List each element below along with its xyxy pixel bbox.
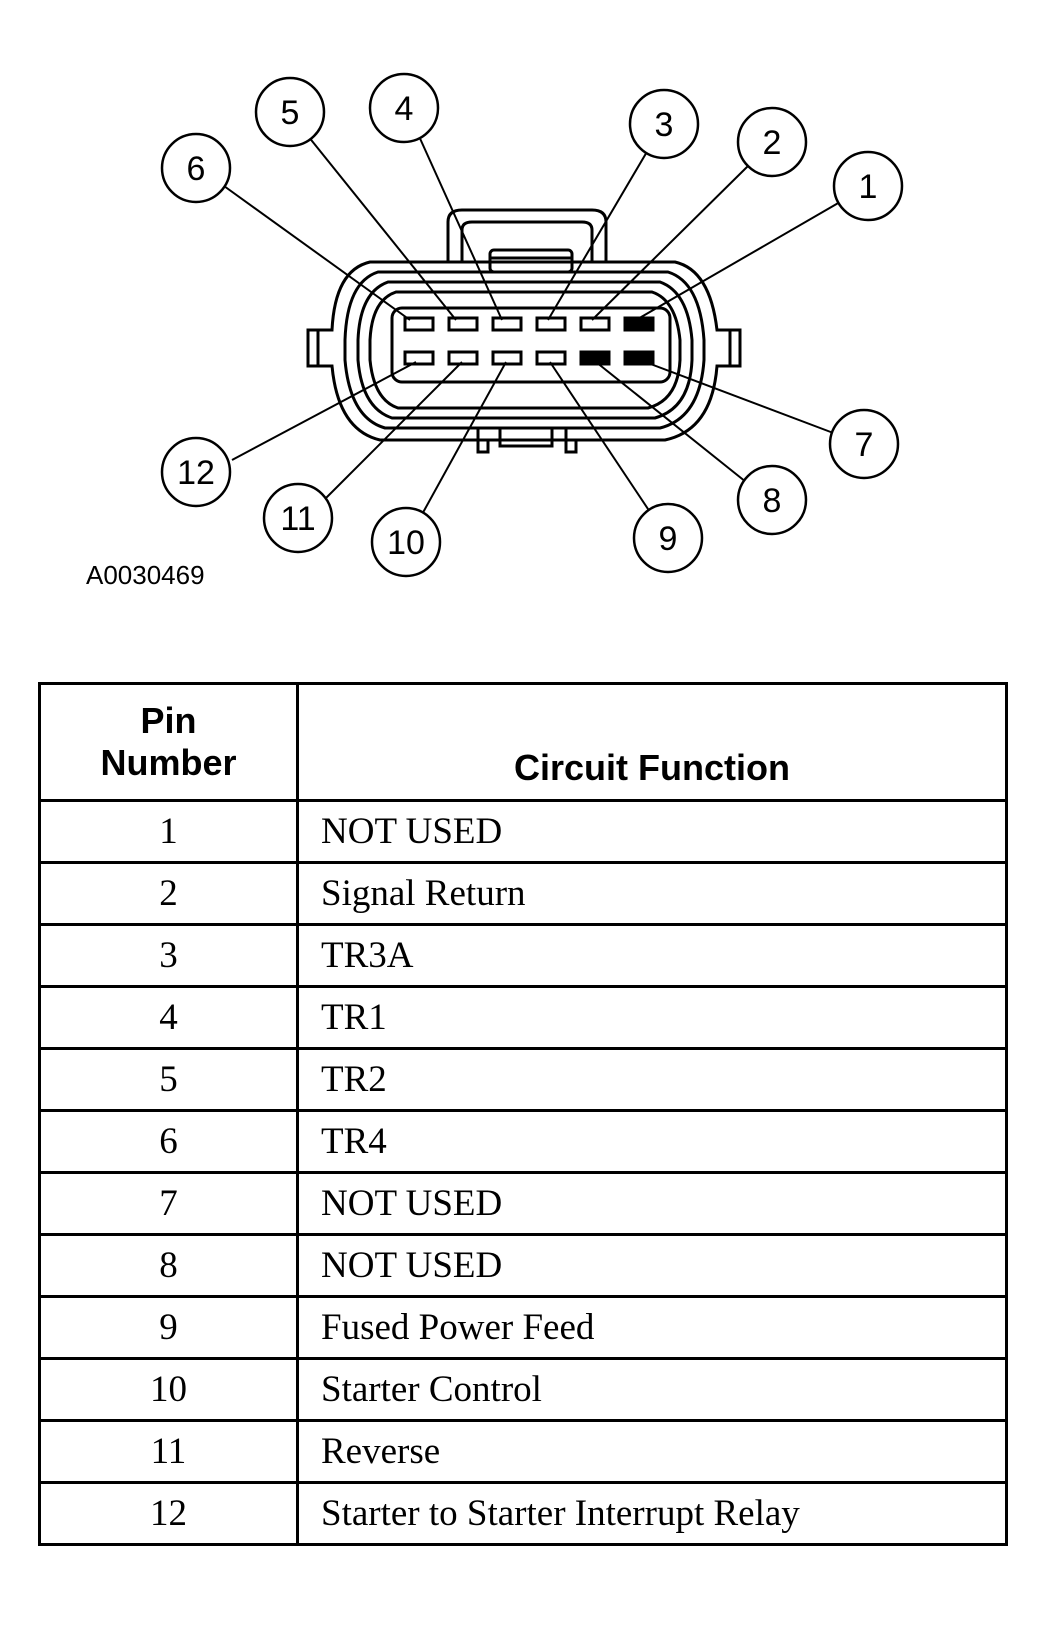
svg-text:1: 1 [859,168,878,206]
header-pin-line1: Pin [140,700,197,741]
callout-12: 12 [160,436,232,508]
pin-cavity-4 [491,316,523,332]
pin-cell: 7 [38,1171,299,1236]
svg-text:4: 4 [395,90,414,128]
function-cell: TR2 [296,1047,1008,1112]
header-pin-number: Pin Number [38,682,299,802]
callout-6: 6 [160,132,232,204]
pin-cell: 12 [38,1481,299,1546]
pin-cell: 5 [38,1047,299,1112]
table-header-row: Pin Number Circuit Function [38,682,1008,802]
pin-cavity-1 [623,316,655,332]
function-cell: Reverse [296,1419,1008,1484]
callout-11: 11 [262,482,334,554]
pin-cavity-12 [403,350,435,366]
pin-cavity-10 [491,350,523,366]
svg-text:10: 10 [387,524,425,562]
svg-text:12: 12 [177,454,215,492]
callout-4: 4 [368,72,440,144]
svg-text:7: 7 [855,426,874,464]
leader-lines [223,133,841,519]
svg-text:6: 6 [187,150,206,188]
svg-text:11: 11 [280,500,315,538]
pin-cavity-11 [447,350,479,366]
pin-cavity-7 [623,350,655,366]
callout-1: 1 [832,150,904,222]
pin-cell: 3 [38,923,299,988]
callout-7: 7 [828,408,900,480]
pin-cell: 9 [38,1295,299,1360]
pin-cell: 10 [38,1357,299,1422]
function-cell: Signal Return [296,861,1008,926]
function-cell: TR4 [296,1109,1008,1174]
svg-text:5: 5 [281,94,300,132]
pin-cavities [403,316,655,366]
pin-cell: 1 [38,799,299,864]
callout-8: 8 [736,464,808,536]
pin-cavity-3 [535,316,567,332]
pin-cell: 2 [38,861,299,926]
function-cell: NOT USED [296,799,1008,864]
pin-cavity-5 [447,316,479,332]
callout-5: 5 [254,76,326,148]
figure-id: A0030469 [86,560,205,590]
function-cell: TR3A [296,923,1008,988]
callouts: 1 2 3 4 5 6 7 8 [160,72,904,578]
header-circuit-function: Circuit Function [296,682,1008,802]
function-cell: NOT USED [296,1233,1008,1298]
pin-cavity-8 [579,350,611,366]
function-cell: Fused Power Feed [296,1295,1008,1360]
svg-text:2: 2 [763,124,782,162]
pin-cavity-2 [579,316,611,332]
connector-diagram: 1 2 3 4 5 6 7 8 [86,72,904,590]
callout-9: 9 [632,502,704,574]
function-cell: Starter Control [296,1357,1008,1422]
pin-cell: 11 [38,1419,299,1484]
pin-cell: 4 [38,985,299,1050]
pin-cavity-6 [403,316,435,332]
callout-10: 10 [370,506,442,578]
svg-text:3: 3 [655,106,674,144]
pin-cell: 6 [38,1109,299,1174]
connector-body [306,208,742,454]
header-pin-line2: Number [100,742,237,783]
callout-2: 2 [736,106,808,178]
function-cell: TR1 [296,985,1008,1050]
svg-text:9: 9 [659,520,678,558]
function-cell: NOT USED [296,1171,1008,1236]
svg-text:8: 8 [763,482,782,520]
callout-3: 3 [628,88,700,160]
function-cell: Starter to Starter Interrupt Relay [296,1481,1008,1546]
pin-cell: 8 [38,1233,299,1298]
